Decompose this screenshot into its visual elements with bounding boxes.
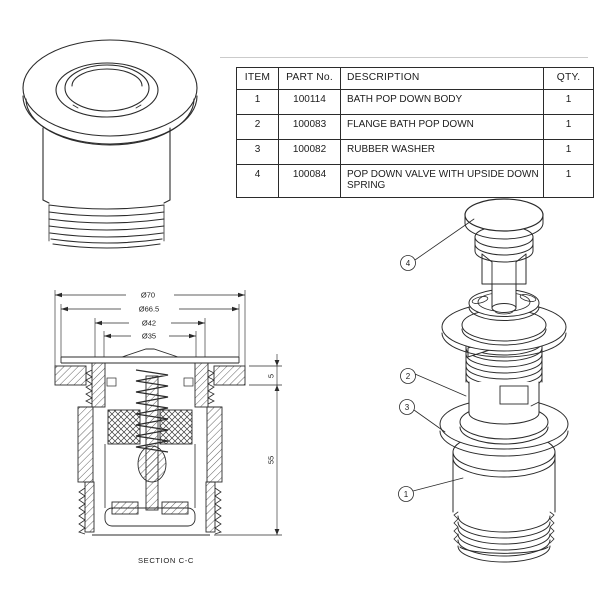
callout-number-2: 2 [406, 372, 411, 381]
callout-number-1: 1 [404, 490, 409, 499]
callout-number-3: 3 [405, 403, 410, 412]
callout-number-4: 4 [406, 259, 411, 268]
item-cell: 3 [236, 139, 279, 165]
table-row: 3 100082 RUBBER WASHER 1 [236, 139, 594, 165]
table-row: 2 100083 FLANGE BATH POP DOWN 1 [236, 114, 594, 140]
body-walls [42, 127, 171, 201]
flange-rim [22, 39, 198, 137]
table-row: 4 100084 POP DOWN VALVE WITH UPSIDE DOWN… [236, 164, 594, 198]
dim-label-66-5: Ø66.5 [139, 305, 159, 314]
divider-line [220, 57, 588, 58]
dim-label-5: 5 [267, 374, 276, 378]
dim-label-70: Ø70 [141, 291, 155, 300]
description-cell: RUBBER WASHER [340, 139, 544, 165]
dim-label-42: Ø42 [142, 319, 156, 328]
dimension-arrows [55, 292, 280, 535]
callout-circle-3 [399, 399, 415, 415]
callouts [398, 218, 475, 502]
valve-cap [464, 198, 544, 232]
thread-ridges [48, 204, 165, 249]
isometric-view-drawing [22, 39, 198, 249]
dimension-labels: Ø70 Ø66.5 Ø42 Ø35 5 55 [139, 291, 276, 465]
exploded-view-drawing: 4 2 3 1 [398, 198, 569, 563]
rubber-washer-right [213, 365, 246, 386]
cross-hatch-block-left [107, 409, 141, 445]
part-no-cell: 100114 [278, 89, 341, 115]
description-cell: POP DOWN VALVE WITH UPSIDE DOWN SPRING [340, 164, 544, 198]
part-valve [464, 198, 544, 313]
rubber-washer-left [54, 365, 87, 386]
table-row: 1 100114 BATH POP DOWN BODY 1 [236, 89, 594, 115]
qty-cell: 1 [543, 89, 594, 115]
callout-circle-2 [400, 368, 416, 384]
part-no-cell: 100082 [278, 139, 341, 165]
button-dome [64, 64, 150, 112]
header-part-no: PART No. [278, 67, 341, 90]
section-part-outline [54, 348, 246, 536]
header-description: DESCRIPTION [340, 67, 544, 90]
cross-hatch-block-right [159, 409, 193, 445]
description-cell: BATH POP DOWN BODY [340, 89, 544, 115]
dim-label-55: 55 [267, 456, 276, 464]
part-body [452, 432, 556, 563]
part-no-cell: 100083 [278, 114, 341, 140]
bottom-tray [104, 507, 196, 527]
button-ring [55, 62, 159, 118]
section-caption: SECTION C-C [138, 556, 194, 565]
header-qty: QTY. [543, 67, 594, 90]
parts-table: ITEM PART No. DESCRIPTION QTY. 1 100114 … [236, 67, 594, 198]
qty-cell: 1 [543, 164, 594, 198]
valve-stem [145, 375, 159, 511]
qty-cell: 1 [543, 139, 594, 165]
item-cell: 2 [236, 114, 279, 140]
part-no-cell: 100084 [278, 164, 341, 198]
qty-cell: 1 [543, 114, 594, 140]
header-item: ITEM [236, 67, 279, 90]
callout-circle-1 [398, 486, 414, 502]
callout-circle-4 [400, 255, 416, 271]
section-view-drawing: Ø70 Ø66.5 Ø42 Ø35 5 55 SECTION [54, 290, 282, 565]
item-cell: 1 [236, 89, 279, 115]
table-header-row: ITEM PART No. DESCRIPTION QTY. [236, 67, 594, 90]
description-cell: FLANGE BATH POP DOWN [340, 114, 544, 140]
part-flange [441, 302, 567, 425]
item-cell: 4 [236, 164, 279, 198]
dim-label-35: Ø35 [142, 332, 156, 341]
